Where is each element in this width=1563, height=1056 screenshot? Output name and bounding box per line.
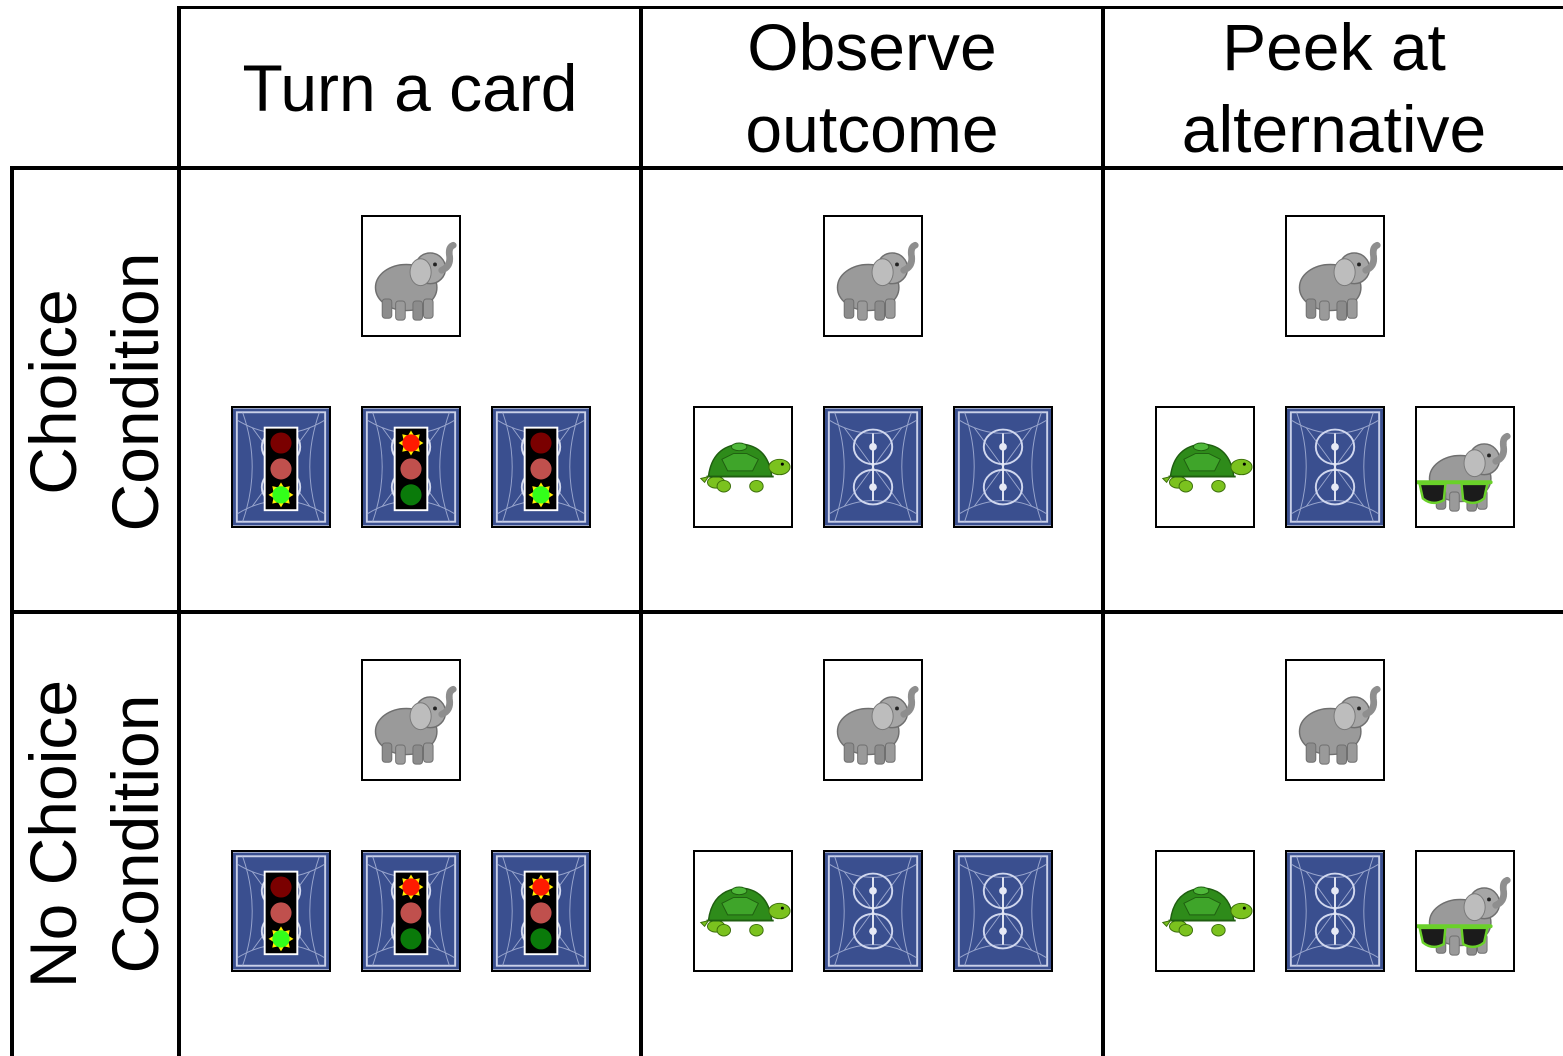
- target-card: [361, 215, 461, 337]
- elephant-icon: [363, 661, 459, 779]
- choice-card: [823, 850, 923, 972]
- traffic-light-icon: [363, 408, 459, 526]
- row-label-choice-condition: Choice Condition: [12, 172, 176, 612]
- target-card: [823, 215, 923, 337]
- traffic-light-icon: [233, 408, 329, 526]
- elephant-icon: [825, 217, 921, 335]
- header-line: outcome: [745, 88, 998, 170]
- choice-card: [361, 406, 461, 528]
- header-line: Observe: [745, 6, 998, 88]
- choice-card: [953, 850, 1053, 972]
- elephant-icon: [825, 661, 921, 779]
- row-label-line: Condition: [94, 253, 176, 532]
- sunglasses-icon: [1417, 408, 1513, 526]
- header-line: alternative: [1182, 88, 1487, 170]
- column-header-observe-outcome: Observe outcome: [643, 9, 1101, 166]
- grid-line: [10, 610, 1563, 614]
- choice-card: [231, 406, 331, 528]
- choice-card: [491, 850, 591, 972]
- card-back-icon: [1287, 408, 1383, 526]
- choice-card: [1285, 406, 1385, 528]
- choice-card: [1415, 406, 1515, 528]
- column-header-turn-a-card: Turn a card: [181, 9, 639, 166]
- column-header-peek-at-alternative: Peek at alternative: [1105, 9, 1563, 166]
- row-label-line: Condition: [94, 680, 176, 988]
- card-back-icon: [825, 852, 921, 970]
- target-card: [1285, 659, 1385, 781]
- card-back-icon: [955, 408, 1051, 526]
- traffic-light-icon: [493, 852, 589, 970]
- choice-card: [491, 406, 591, 528]
- choice-card: [1155, 850, 1255, 972]
- choice-card: [1155, 406, 1255, 528]
- choice-card: [361, 850, 461, 972]
- elephant-icon: [1287, 217, 1383, 335]
- row-label-no-choice-condition: No Choice Condition: [12, 614, 176, 1054]
- choice-card: [1285, 850, 1385, 972]
- traffic-light-icon: [493, 408, 589, 526]
- turtle-icon: [695, 852, 791, 970]
- target-card: [361, 659, 461, 781]
- choice-card: [953, 406, 1053, 528]
- sunglasses-icon: [1417, 852, 1513, 970]
- card-back-icon: [1287, 852, 1383, 970]
- choice-card: [693, 406, 793, 528]
- elephant-icon: [363, 217, 459, 335]
- header-line: Turn a card: [242, 51, 577, 125]
- turtle-icon: [1157, 408, 1253, 526]
- traffic-light-icon: [363, 852, 459, 970]
- choice-card: [231, 850, 331, 972]
- row-label-line: Choice: [12, 253, 94, 532]
- choice-card: [693, 850, 793, 972]
- card-back-icon: [825, 408, 921, 526]
- traffic-light-icon: [233, 852, 329, 970]
- header-line: Peek at: [1182, 6, 1487, 88]
- turtle-icon: [695, 408, 791, 526]
- card-back-icon: [955, 852, 1051, 970]
- elephant-icon: [1287, 661, 1383, 779]
- choice-card: [1415, 850, 1515, 972]
- target-card: [1285, 215, 1385, 337]
- turtle-icon: [1157, 852, 1253, 970]
- row-label-line: No Choice: [12, 680, 94, 988]
- choice-card: [823, 406, 923, 528]
- target-card: [823, 659, 923, 781]
